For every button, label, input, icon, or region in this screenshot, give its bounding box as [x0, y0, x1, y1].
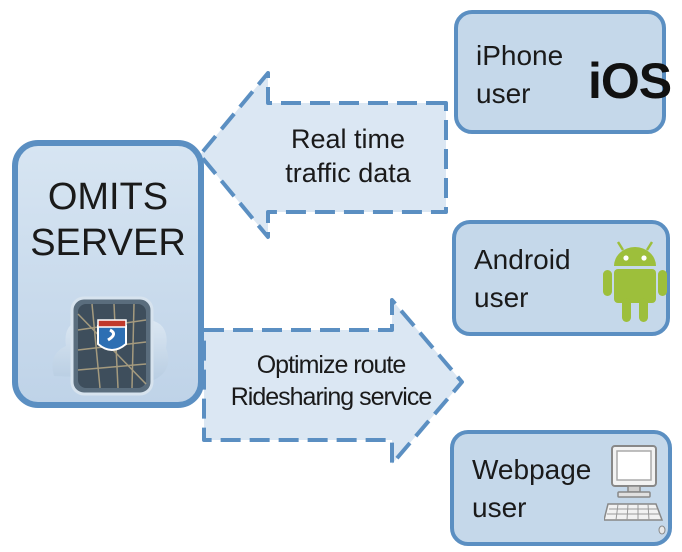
computer-icon [604, 445, 666, 535]
incoming-arrow-label: Real time traffic data [248, 122, 448, 190]
outgoing-arrow [202, 298, 464, 466]
outgoing-arrow-label: Optimize route Ridesharing service [206, 349, 456, 413]
webpage-user-line2: user [472, 492, 527, 523]
incoming-arrow [198, 71, 448, 239]
incoming-arrow-line1: Real time [290, 124, 406, 154]
ios-logo: iOS [588, 53, 672, 109]
android-user-box: Android user [452, 220, 670, 336]
android-user-line1: Android [474, 244, 571, 275]
iphone-user-box: iPhone user iOS [454, 10, 672, 134]
iphone-user-line2: user [476, 78, 531, 109]
omits-server-box: OMITS SERVER [12, 140, 204, 408]
webpage-user-line1: Webpage [472, 454, 592, 485]
android-robot-icon [603, 241, 667, 322]
server-title-line2: SERVER [30, 222, 186, 264]
android-user-line2: user [474, 282, 529, 313]
incoming-arrow-line2: traffic data [285, 158, 411, 188]
omits-app-icon [52, 296, 169, 396]
outgoing-arrow-line2: Ridesharing service [230, 383, 433, 411]
outgoing-arrow-line1: Optimize route [256, 351, 407, 379]
iphone-user-line1: iPhone [476, 40, 564, 71]
webpage-user-box: Webpage user [450, 430, 672, 546]
server-title-line1: OMITS [47, 176, 169, 218]
